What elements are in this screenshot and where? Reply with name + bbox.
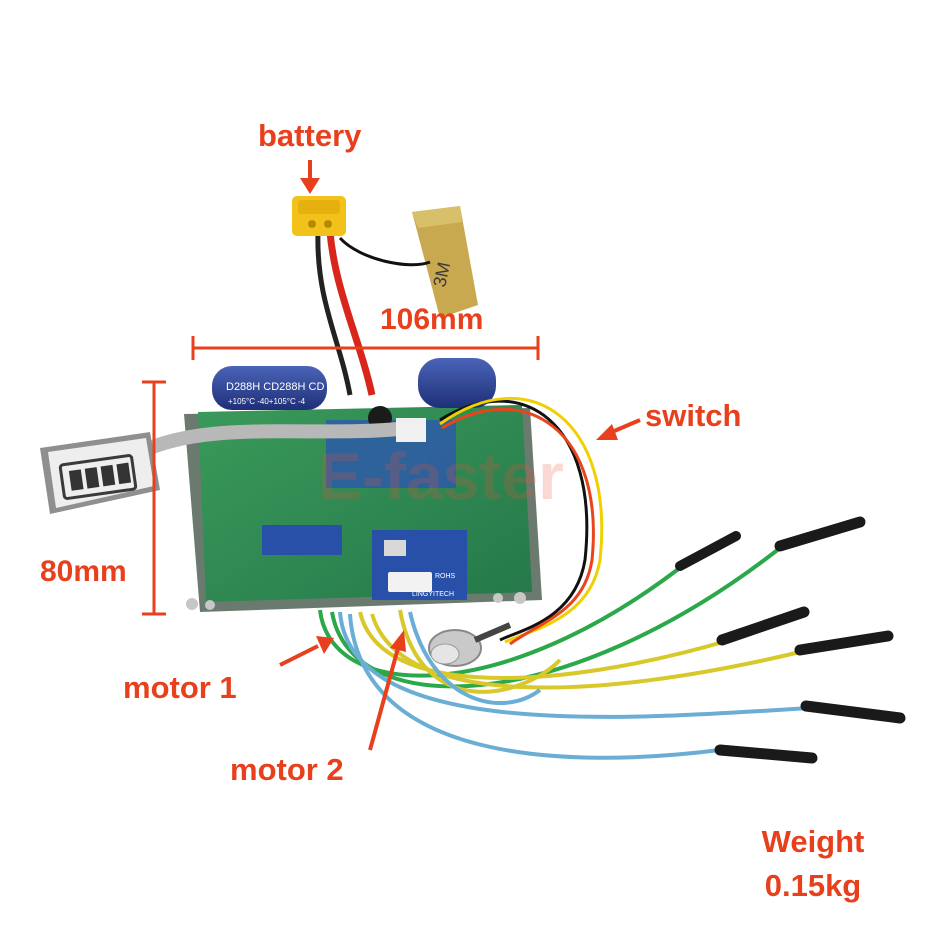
- motor-wires: [318, 546, 811, 760]
- battery-arrow: [300, 160, 320, 194]
- motor2-arrow: [368, 630, 406, 751]
- motor2-label: motor 2: [230, 752, 344, 787]
- width-dimension-line: [191, 336, 540, 360]
- battery-wires: [315, 231, 431, 396]
- switch-label: switch: [645, 398, 742, 433]
- width-dimension-label: 106mm: [380, 303, 484, 336]
- motor1-label: motor 1: [123, 670, 237, 705]
- weight-value: 0.15kg: [764, 868, 862, 903]
- weight-info: Weight 0.15kg: [748, 820, 878, 908]
- rohs-marking: ROHS: [435, 573, 456, 580]
- wire-terminals: [675, 516, 906, 764]
- capacitor-right: [418, 358, 496, 408]
- battery-connector: [292, 196, 346, 236]
- capacitor-rating: +105°C -40+105°C -4: [228, 397, 306, 406]
- weight-title: Weight: [761, 824, 865, 859]
- height-dimension-label: 80mm: [40, 555, 127, 588]
- power-switch: [428, 622, 512, 667]
- watermark: E-faster: [318, 439, 564, 513]
- switch-arrow: [596, 418, 641, 440]
- adhesive-tape: 3M: [412, 206, 478, 318]
- switch-wires: [439, 396, 604, 646]
- battery-label: battery: [258, 118, 362, 153]
- capacitor-left: D288H CD288H CD +105°C -40+105°C -4: [212, 366, 327, 410]
- controller-board: ROHS LINGYITECH: [184, 405, 542, 612]
- motor1-arrow: [279, 636, 334, 667]
- height-dimension-line: [142, 380, 166, 616]
- battery-indicator: [40, 432, 160, 514]
- capacitor-marking: D288H CD288H CD: [226, 381, 324, 393]
- brand-marking: LINGYITECH: [412, 591, 454, 598]
- ribbon-cable: [147, 418, 426, 455]
